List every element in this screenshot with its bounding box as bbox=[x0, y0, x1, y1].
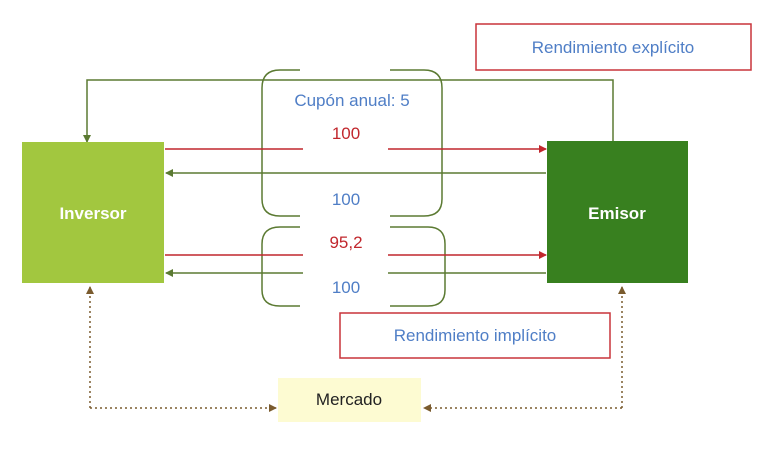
explicit-price-label: 100 bbox=[332, 124, 360, 143]
inversor-label: Inversor bbox=[59, 204, 126, 223]
explicit-redemption-label: 100 bbox=[332, 190, 360, 209]
explicit-bond-bracket bbox=[261, 69, 443, 217]
callout-rendimiento-implicito: Rendimiento implícito bbox=[339, 312, 611, 359]
implicit-redemption-label: 100 bbox=[332, 278, 360, 297]
callout-rendimiento-explicito: Rendimiento explícito bbox=[475, 23, 752, 71]
implicit-bond-bracket bbox=[261, 226, 446, 307]
callout-explicito-label: Rendimiento explícito bbox=[532, 38, 695, 57]
callout-implicito-label: Rendimiento implícito bbox=[394, 326, 557, 345]
node-emisor: Emisor bbox=[547, 141, 688, 283]
node-inversor: Inversor bbox=[22, 142, 164, 283]
emisor-label: Emisor bbox=[588, 204, 646, 223]
coupon-label: Cupón anual: 5 bbox=[294, 91, 409, 110]
coupon-loop-arrow bbox=[83, 79, 614, 143]
mercado-label: Mercado bbox=[316, 390, 382, 409]
node-mercado: Mercado bbox=[278, 378, 421, 422]
implicit-price-label: 95,2 bbox=[329, 233, 362, 252]
